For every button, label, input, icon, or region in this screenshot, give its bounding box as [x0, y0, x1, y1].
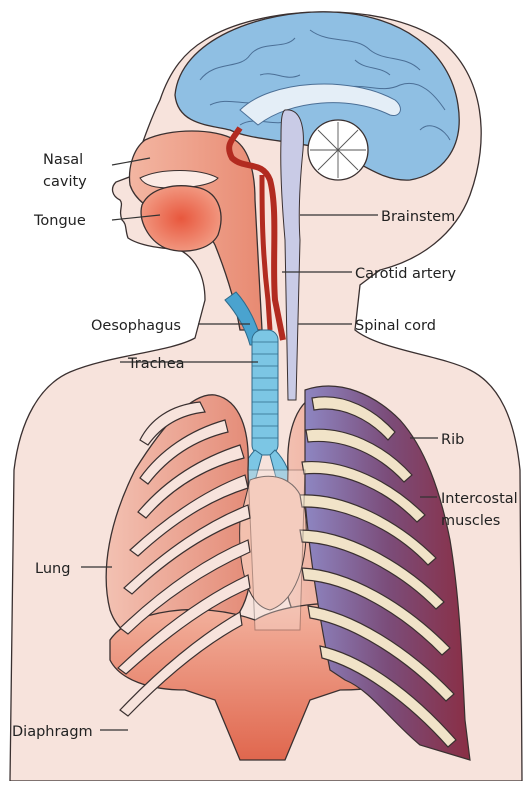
label-intercostal-1: Intercostal: [441, 491, 518, 507]
label-oesophagus: Oesophagus: [91, 318, 181, 334]
label-diaphragm: Diaphragm: [12, 724, 93, 740]
label-trachea: Trachea: [127, 356, 185, 372]
sternum: [248, 470, 305, 630]
label-nasal-cavity-2: cavity: [43, 174, 87, 190]
label-spinal-cord: Spinal cord: [355, 318, 436, 334]
label-nasal-cavity-1: Nasal: [43, 152, 83, 168]
label-intercostal-2: muscles: [441, 513, 500, 529]
label-lung: Lung: [35, 561, 70, 577]
label-rib: Rib: [441, 432, 464, 448]
label-carotid-artery: Carotid artery: [355, 266, 456, 282]
cerebellum: [308, 120, 368, 180]
label-tongue: Tongue: [33, 213, 86, 229]
label-brainstem: Brainstem: [381, 209, 455, 225]
